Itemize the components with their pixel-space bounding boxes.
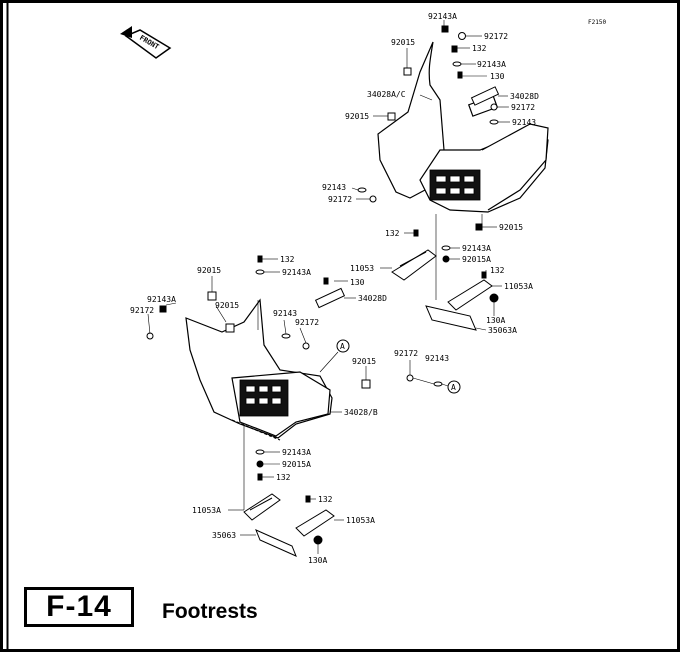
diagram-code: F2150 (588, 19, 606, 26)
callout-92143A-2: 92143A (477, 60, 506, 69)
page-title: Footrests (162, 600, 258, 623)
reference-mark-A-upper: A (336, 339, 350, 353)
callout-92143A-left-low: 92143A (282, 448, 311, 457)
callout-92172-center: 92172 (394, 349, 418, 358)
callout-92143A-left-side: 92143A (147, 295, 176, 304)
reference-label-upper: A (340, 342, 345, 351)
reference-label-lower: A (451, 383, 456, 392)
callout-35063: 35063 (212, 531, 236, 540)
callout-132-mid: 132 (385, 229, 400, 238)
callout-132-left-low-2: 132 (318, 495, 333, 504)
callout-34028B: 34028/B (344, 408, 378, 417)
callout-130A-left: 130A (308, 556, 327, 565)
callout-132-low: 132 (490, 266, 505, 275)
callout-34028AC: 34028A/C (367, 90, 406, 99)
callout-132-left-top: 132 (280, 255, 295, 264)
callout-92172-top: 92172 (484, 32, 508, 41)
callout-132-top: 132 (472, 44, 487, 53)
page-code-box: F-14 (24, 587, 134, 627)
right-footrest-assembly (377, 41, 549, 213)
left-footplate-grid (239, 379, 289, 417)
callout-92015-left: 92015 (197, 266, 221, 275)
callout-92172-right: 92172 (511, 103, 535, 112)
callout-92172-far-left: 92172 (130, 306, 154, 315)
left-leaders (147, 258, 449, 554)
callout-92143-right: 92143 (512, 118, 536, 127)
callout-92143-left: 92143 (273, 309, 297, 318)
callout-92143A-top: 92143A (428, 12, 457, 21)
right-hardware (357, 25, 500, 331)
callout-11053A-left-right: 11053A (346, 516, 375, 525)
callout-92172-left: 92172 (328, 195, 352, 204)
callout-92015-left-mid: 92015 (352, 357, 376, 366)
callout-92172-left: 92172 (295, 318, 319, 327)
callout-92015-left-2: 92015 (215, 301, 239, 310)
callout-35063A: 35063A (488, 326, 517, 335)
right-leaders (351, 20, 510, 331)
callout-92143-left: 92143 (322, 183, 346, 192)
page-code: F-14 (46, 590, 112, 623)
right-mud-guard (377, 41, 445, 199)
callout-92015-mid: 92015 (345, 112, 369, 121)
callout-130A-right: 130A (486, 316, 505, 325)
left-footrest-assembly (185, 298, 333, 441)
callout-34028D-left: 34028D (358, 294, 387, 303)
callout-92143A-mid: 92143A (462, 244, 491, 253)
callout-92015-top: 92015 (391, 38, 415, 47)
callout-11053: 11053 (350, 264, 374, 273)
reference-mark-A-lower: A (447, 380, 461, 394)
callout-132-left-low: 132 (276, 473, 291, 482)
callout-92143-center: 92143 (425, 354, 449, 363)
callout-92015A-left: 92015A (282, 460, 311, 469)
callout-92015A: 92015A (462, 255, 491, 264)
callout-11053A-left: 11053A (192, 506, 221, 515)
callout-92143A-left: 92143A (282, 268, 311, 277)
callout-130-top: 130 (490, 72, 505, 81)
callout-34028D-right: 34028D (510, 92, 539, 101)
right-rear-flare (481, 123, 549, 211)
callout-11053A-right: 11053A (504, 282, 533, 291)
right-footplate-grid (429, 169, 481, 201)
left-hardware (146, 255, 443, 557)
callout-130-left: 130 (350, 278, 365, 287)
callout-92015-low: 92015 (499, 223, 523, 232)
front-arrow-icon: FRONT (120, 26, 172, 59)
